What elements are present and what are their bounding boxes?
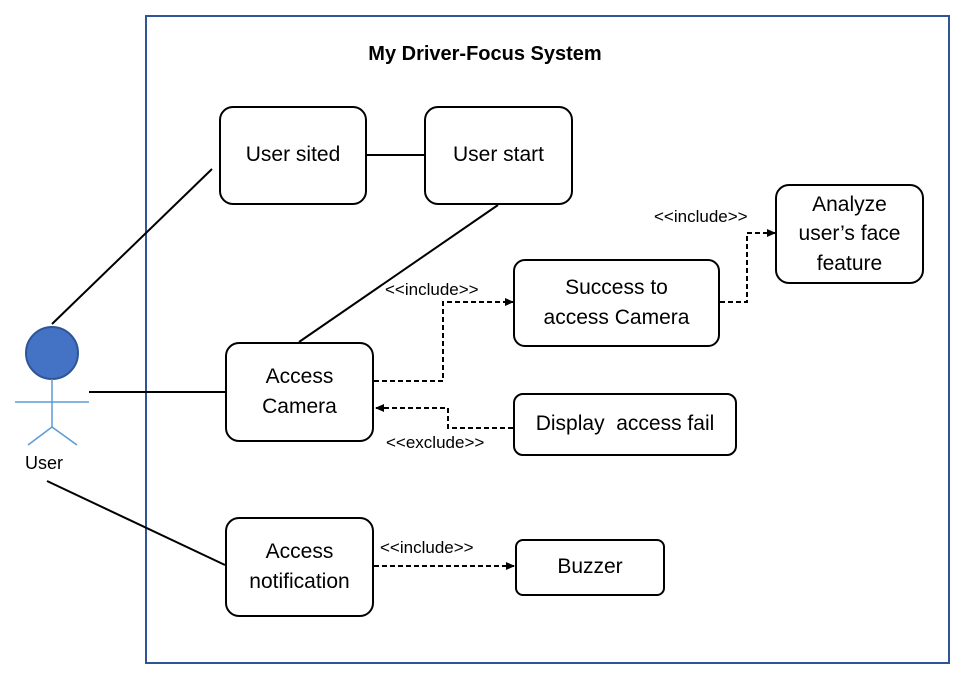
usecase-label-line-2: user’s face [798,222,901,246]
include-label-camera: <<include>> [385,280,479,299]
usecase-label-line-1: Success to [565,275,668,299]
usecase-user-start[interactable]: User start [424,106,573,205]
exclude-label-fail: <<exclude>> [386,433,485,452]
usecase-buzzer[interactable]: Buzzer [515,539,665,596]
usecase-label-line-3: feature [816,251,883,275]
usecase-label-line-2: access Camera [543,306,690,329]
usecase-label-line-2: notification [249,570,350,593]
exclude-fail-camera [375,404,513,429]
usecase-display-access-fail[interactable]: Display access fail [513,393,737,456]
include-label-analyze: <<include>> [654,207,748,226]
assoc-start-camera [298,204,499,343]
actor-left-leg [27,426,53,446]
actor-head [25,326,79,380]
actor-label: User [25,453,64,473]
include-label-buzzer: <<include>> [380,538,474,557]
usecase-label-line-2: Camera [262,395,337,418]
usecase-access-notification[interactable]: Access notification [225,517,374,617]
assoc-user-sited [51,168,213,325]
usecase-label: User sited [245,143,341,167]
actor-user-figure[interactable] [15,326,89,446]
actor-right-leg [51,426,78,446]
usecase-label: Buzzer [557,555,623,579]
assoc-user-notification [46,480,226,566]
usecase-access-camera[interactable]: Access Camera [225,342,374,442]
usecase-label: User start [452,143,544,167]
usecase-label-line-1: Analyze [812,192,887,216]
usecase-label-line-1: Access [265,539,334,563]
usecase-label-line-1: Access [265,364,334,388]
system-boundary [145,15,950,664]
include-camera-success [374,298,514,382]
usecase-analyze-face[interactable]: Analyze user’s face feature [775,184,924,284]
include-success-analyze [720,229,776,303]
system-title: My Driver-Focus System [368,43,602,65]
usecase-user-sited[interactable]: User sited [219,106,367,205]
usecase-success-access-camera[interactable]: Success to access Camera [513,259,720,347]
usecase-label: Display access fail [535,412,715,436]
